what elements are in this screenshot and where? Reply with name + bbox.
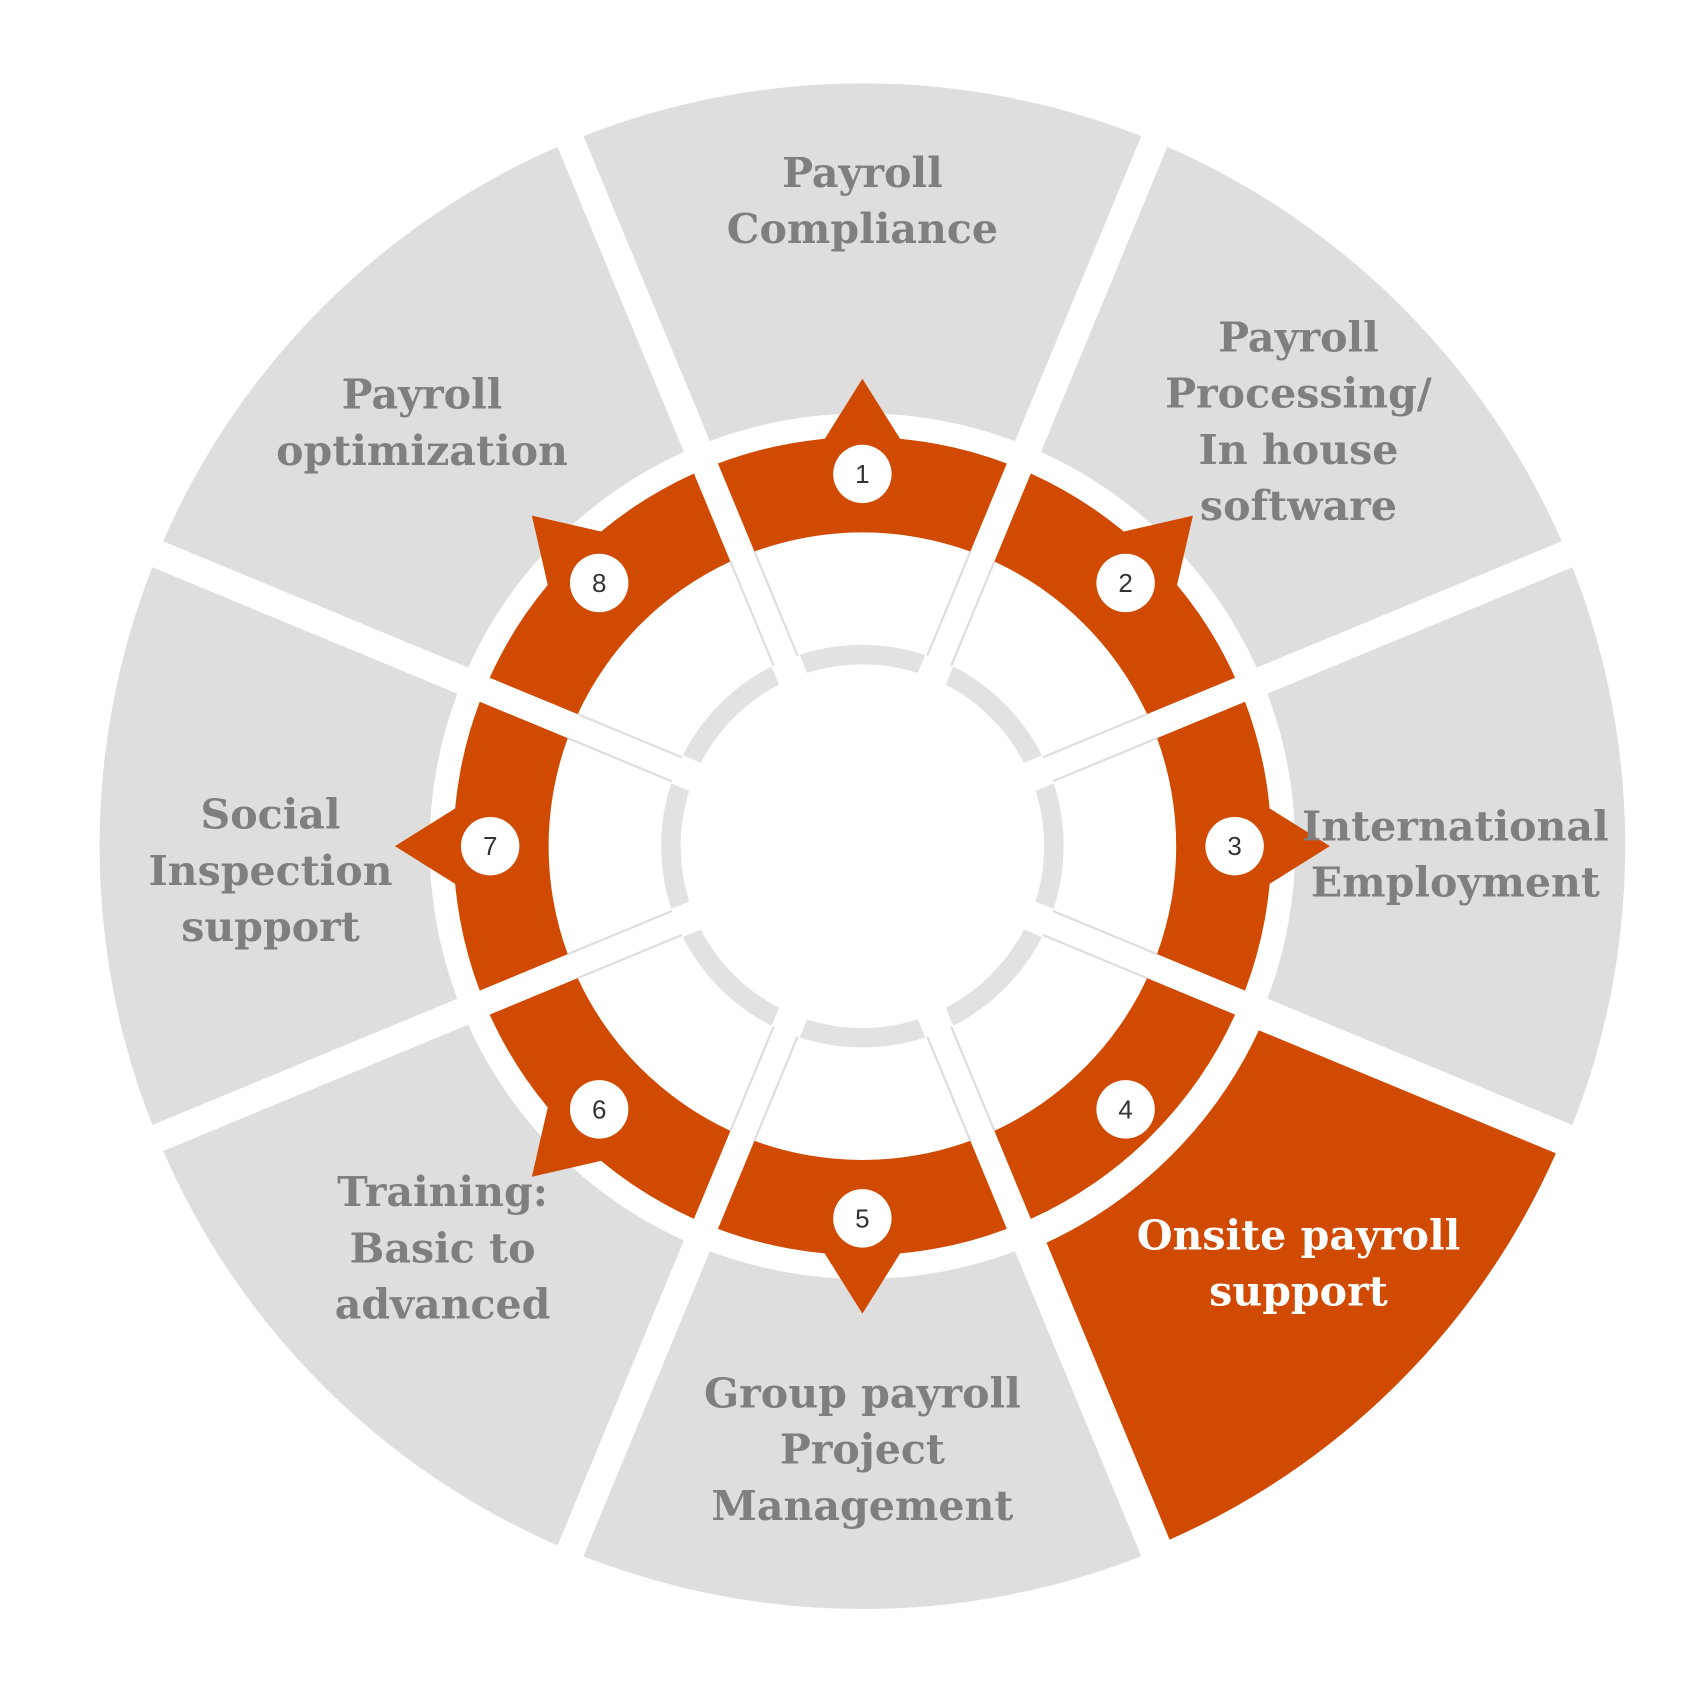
segment-label-line: advanced — [335, 1280, 551, 1329]
divider-line — [753, 1036, 799, 1142]
segment-label-line: Employment — [1311, 858, 1600, 907]
step-badge-1 — [833, 444, 892, 504]
step-number: 8 — [592, 568, 606, 598]
segment-wedge-4[interactable] — [1035, 1019, 1568, 1552]
divider-line — [1052, 737, 1158, 783]
step-markers: 1 2 3 4 5 6 7 8 — [394, 378, 1330, 1314]
segment-wedge-7[interactable] — [99, 567, 458, 1126]
divider-line — [567, 737, 673, 783]
step-number: 6 — [592, 1094, 606, 1124]
divider-line — [926, 1036, 972, 1142]
divider-line — [577, 934, 683, 980]
divider-line — [753, 551, 799, 657]
segment-label-line: Inspection — [148, 846, 392, 895]
step-badge-6 — [569, 1080, 629, 1139]
segment-label-line: International — [1302, 801, 1609, 850]
step-badge-3 — [1205, 816, 1264, 876]
segment-label-line: optimization — [276, 426, 568, 475]
divider-line — [926, 551, 972, 657]
segment-label-line: software — [1200, 481, 1397, 530]
inner-ring — [567, 551, 1158, 1142]
segment-label-line: Payroll — [1218, 312, 1379, 361]
divider-line — [577, 713, 683, 759]
divider-line — [1042, 713, 1148, 759]
inner-ring-segment-3 — [1035, 783, 1064, 909]
divider-line — [567, 910, 673, 956]
segment-label-line: Processing/ — [1165, 369, 1433, 418]
segment-label-line: Payroll — [342, 370, 503, 419]
arrow-marker-icon — [820, 378, 905, 446]
segment-wedge-3[interactable] — [1267, 567, 1626, 1126]
inner-ring-segment-7 — [661, 783, 690, 909]
step-number: 2 — [1118, 568, 1132, 598]
inner-ring-segment-5 — [799, 1019, 926, 1048]
segment-label-line: Payroll — [782, 148, 943, 197]
segment-wedge-5[interactable] — [583, 1251, 1142, 1610]
segment-label-line: In house — [1198, 425, 1398, 474]
segment-wedge-1[interactable] — [583, 83, 1142, 442]
arrow-marker-icon — [1262, 804, 1330, 889]
step-badge-4 — [1096, 1080, 1155, 1139]
step-badge-8 — [569, 553, 629, 613]
arrow-marker-icon — [1115, 515, 1193, 593]
segment-label-line: support — [181, 902, 360, 951]
divider-line — [729, 561, 775, 666]
segment-label-line: Onsite payroll — [1137, 1210, 1461, 1259]
divider-line — [950, 561, 996, 666]
step-badge-7 — [460, 816, 520, 876]
segment-label-line: Project — [780, 1425, 945, 1474]
step-number: 1 — [855, 459, 869, 489]
segment-label-line: Social — [201, 790, 341, 839]
step-badge-5 — [833, 1189, 892, 1248]
segment-label-line: Group payroll — [704, 1368, 1021, 1417]
divider-line — [1042, 934, 1148, 980]
segment-label-line: Training: — [337, 1167, 548, 1216]
segment-label-line: Compliance — [727, 204, 998, 253]
divider-line — [1052, 910, 1158, 956]
step-number: 4 — [1118, 1094, 1132, 1124]
arrow-marker-icon — [394, 804, 463, 889]
divider-line — [729, 1026, 775, 1132]
inner-ring-segment-6 — [682, 929, 780, 1026]
segment-label-line: Management — [711, 1481, 1013, 1530]
step-badge-2 — [1096, 553, 1155, 613]
segment-label-line: Basic to — [350, 1223, 536, 1272]
divider-line — [950, 1026, 996, 1132]
arrow-marker-icon — [820, 1246, 905, 1314]
step-number: 7 — [483, 831, 497, 861]
segment-label-line: support — [1209, 1267, 1388, 1316]
step-number: 3 — [1227, 831, 1241, 861]
arrow-marker-icon — [531, 1099, 610, 1177]
arrow-marker-icon — [531, 515, 610, 593]
inner-ring-segment-4 — [945, 929, 1043, 1026]
step-number: 5 — [855, 1203, 869, 1233]
inner-ring-segment-1 — [799, 644, 926, 674]
inner-ring-segment-2 — [945, 666, 1043, 763]
inner-ring-segment-8 — [682, 666, 780, 763]
